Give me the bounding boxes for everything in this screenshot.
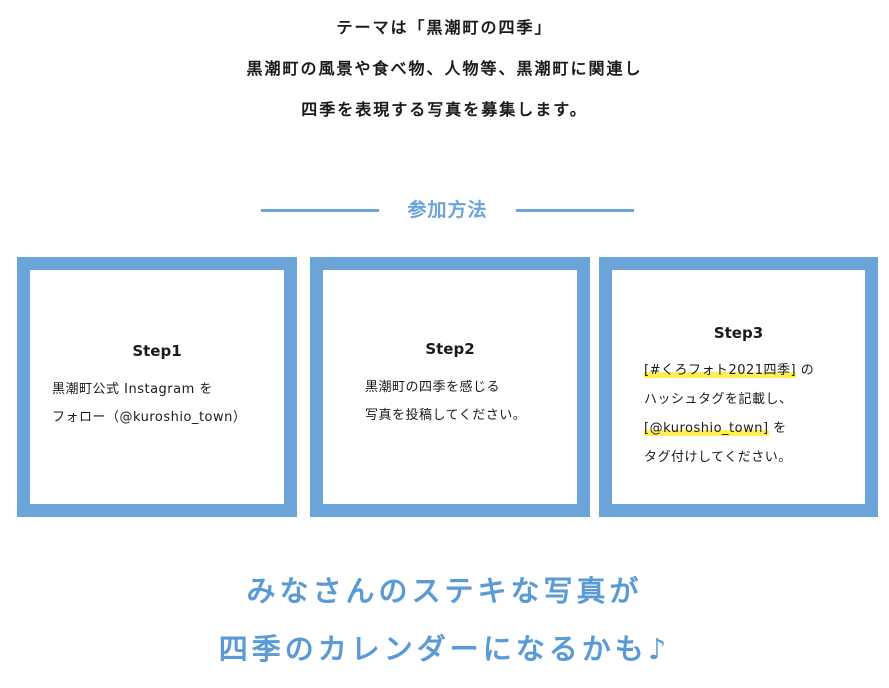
intro-line-theme: テーマは「黒潮町の四季」: [336, 18, 553, 37]
intro-line-call: 四季を表現する写真を募集します。: [301, 100, 588, 119]
heading-divider-left: [261, 209, 379, 212]
step-3-line-1: [#くろフォト2021四季] の: [644, 356, 814, 385]
step-3-body: [#くろフォト2021四季] の ハッシュタグを記載し、 [@kuroshio_…: [644, 356, 814, 472]
closing-message: みなさんのステキな写真が 四季のカレンダーになるかも♪: [0, 572, 889, 688]
step-card-3: Step3 [#くろフォト2021四季] の ハッシュタグを記載し、 [@kur…: [599, 257, 878, 517]
step-2-body: 黒潮町の四季を感じる 写真を投稿してください。: [365, 374, 526, 430]
step-3-title: Step3: [713, 324, 764, 342]
step-2-line-1: 黒潮町の四季を感じる: [365, 380, 501, 395]
step-card-1: Step1 黒潮町公式 Instagram を フォロー（@kuroshio_t…: [17, 257, 297, 517]
step-3-line-3: [@kuroshio_town] を: [644, 414, 814, 443]
closing-line-2: 四季のカレンダーになるかも♪: [218, 632, 671, 666]
account-highlight: [@kuroshio_town]: [644, 421, 769, 436]
step-2-line-2: 写真を投稿してください。: [365, 408, 527, 423]
step-1-line-1: 黒潮町公式 Instagram を: [52, 382, 213, 397]
step-card-2: Step2 黒潮町の四季を感じる 写真を投稿してください。: [310, 257, 590, 517]
step-2-title: Step2: [425, 340, 475, 358]
step-1-line-2: フォロー（@kuroshio_town）: [52, 410, 247, 425]
heading-title: 参加方法: [407, 199, 488, 221]
intro-line-subject: 黒潮町の風景や食べ物、人物等、黒潮町に関連し: [246, 59, 643, 78]
hashtag-highlight: [#くろフォト2021四季]: [644, 363, 797, 378]
theme-intro: テーマは「黒潮町の四季」 黒潮町の風景や食べ物、人物等、黒潮町に関連し 四季を表…: [0, 18, 889, 141]
step-3-line-4: タグ付けしてください。: [644, 450, 792, 465]
participation-heading: 参加方法: [0, 196, 889, 224]
step-3-line-2: ハッシュタグを記載し、: [644, 392, 793, 407]
step-1-title: Step1: [132, 342, 182, 360]
step-1-body: 黒潮町公式 Instagram を フォロー（@kuroshio_town）: [52, 376, 246, 432]
heading-divider-right: [516, 209, 634, 212]
step-3-line-3-suffix: を: [768, 421, 787, 436]
closing-line-1: みなさんのステキな写真が: [246, 574, 643, 608]
step-3-line-1-suffix: の: [796, 363, 815, 378]
